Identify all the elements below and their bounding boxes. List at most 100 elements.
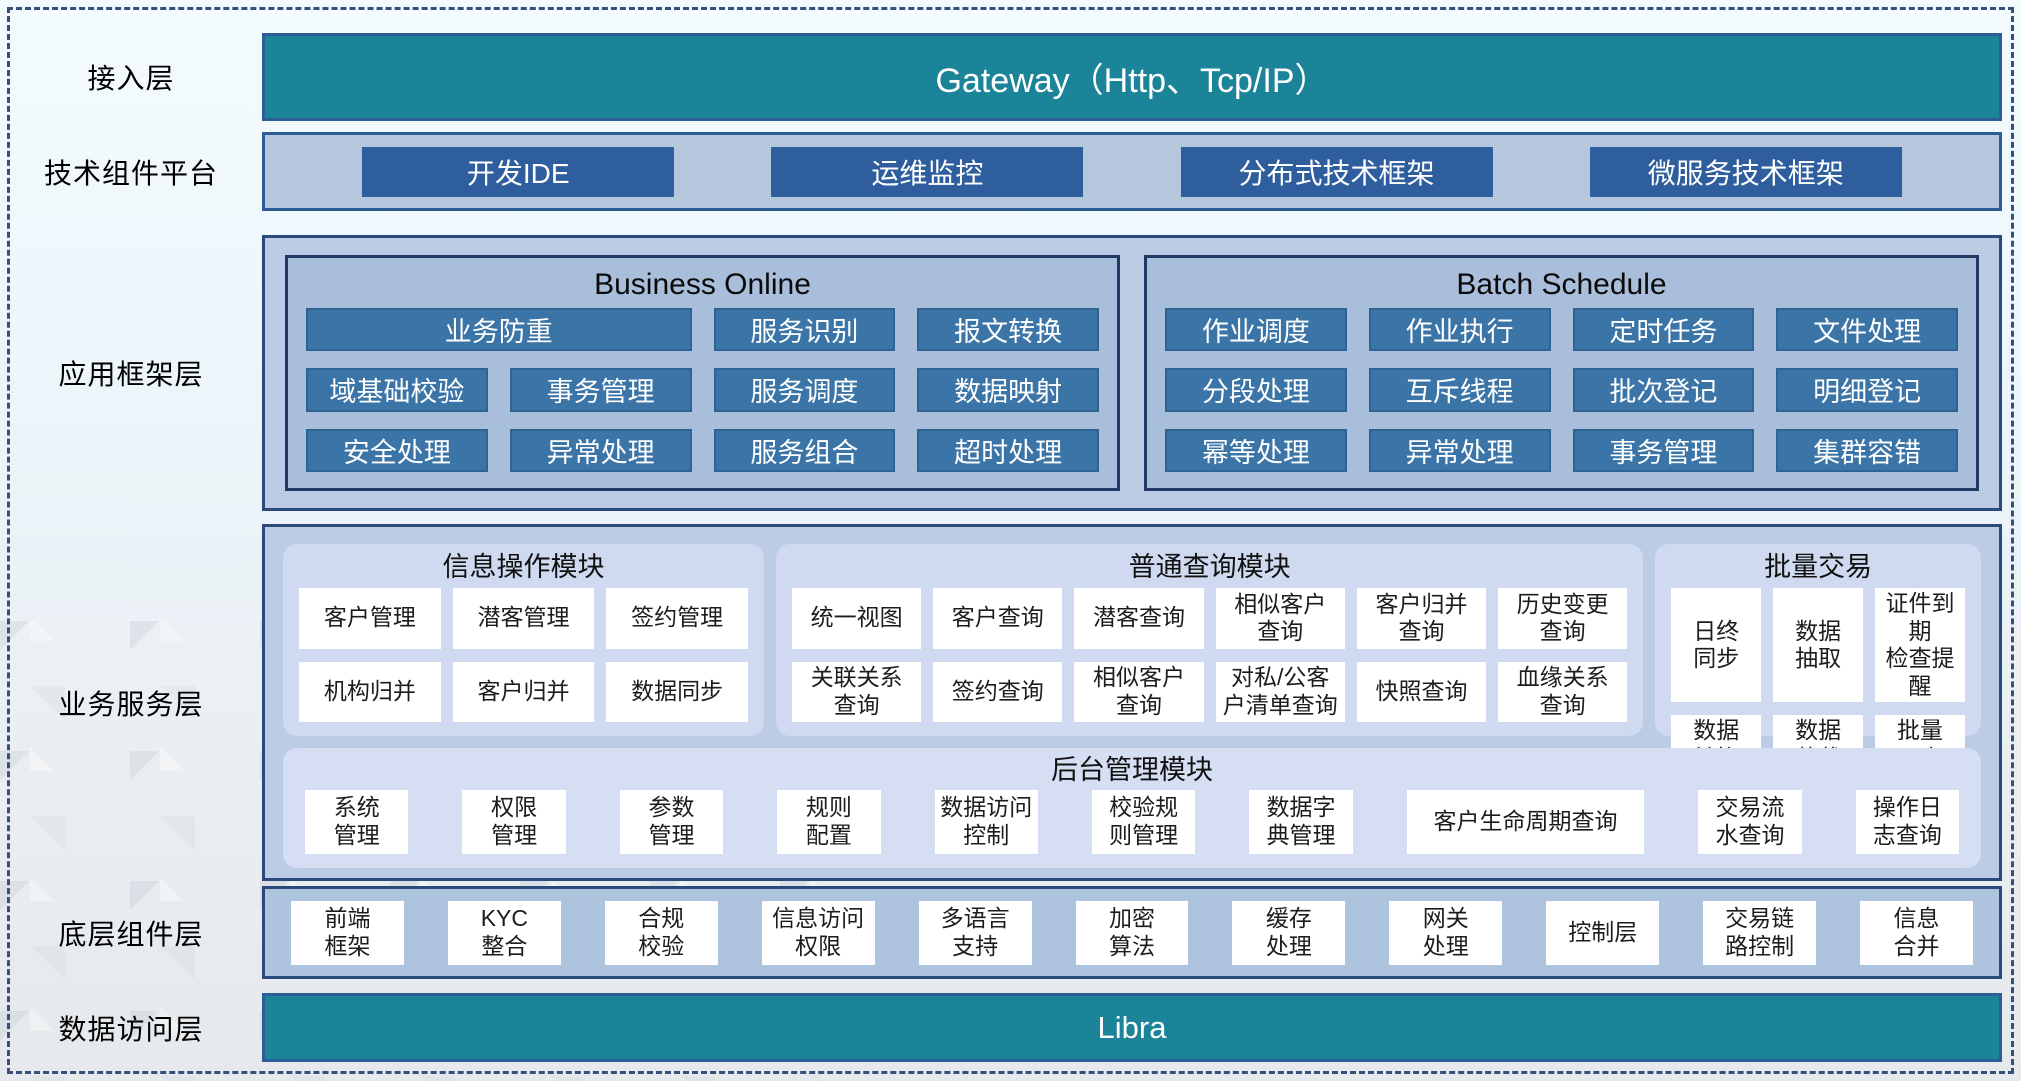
bo-block: 服务组合 xyxy=(713,428,896,472)
service-modules: 信息操作模块 客户管理 潜客管理 签约管理 机构归并 客户归并 数据同步 普通查… xyxy=(283,544,1981,775)
app-framework-label: 应用框架层 xyxy=(58,359,204,390)
bs-block: 互斥线程 xyxy=(1368,368,1551,412)
tech-button-dev-ide: 开发IDE xyxy=(362,146,675,197)
data-access-label: 数据访问层 xyxy=(58,1013,204,1045)
app-framework-panel: Business Online 业务防重 服务识别 报文转换 域基础校验 事务管… xyxy=(262,235,2002,511)
admin-module-row: 系统 管理 权限 管理 参数 管理 规则 配置 数据访问 控制 校验规 则管理 … xyxy=(305,790,1960,854)
base-cell: 信息 合并 xyxy=(1860,900,1973,965)
common-query-module: 普通查询模块 统一视图 客户查询 潜客查询 相似客户 查询 客户归并 查询 历史… xyxy=(775,544,1644,736)
service-cell: 潜客管理 xyxy=(452,588,595,649)
business-online-title: Business Online xyxy=(594,268,811,301)
admin-cell: 操作日 志查询 xyxy=(1855,790,1960,854)
batch-schedule-grid: 作业调度 作业执行 定时任务 文件处理 分段处理 互斥线程 批次登记 明细登记 … xyxy=(1165,308,1958,472)
bs-block: 异常处理 xyxy=(1368,428,1551,472)
bs-block: 批次登记 xyxy=(1572,368,1755,412)
base-cell: 缓存 处理 xyxy=(1232,900,1346,965)
bo-block: 服务调度 xyxy=(713,368,896,412)
info-operation-grid: 客户管理 潜客管理 签约管理 机构归并 客户归并 数据同步 xyxy=(299,588,748,722)
batch-trade-title: 批量交易 xyxy=(1764,552,1873,582)
tech-platform-label: 技术组件平台 xyxy=(43,157,218,189)
libra-bar: Libra xyxy=(262,993,2002,1062)
bo-block: 超时处理 xyxy=(917,428,1099,472)
service-cell: 统一视图 xyxy=(791,588,922,649)
business-service-panel: 信息操作模块 客户管理 潜客管理 签约管理 机构归并 客户归并 数据同步 普通查… xyxy=(262,524,2002,881)
business-online-box: Business Online 业务防重 服务识别 报文转换 域基础校验 事务管… xyxy=(285,255,1120,491)
info-operation-module: 信息操作模块 客户管理 潜客管理 签约管理 机构归并 客户归并 数据同步 xyxy=(283,544,764,736)
bs-block: 明细登记 xyxy=(1776,368,1958,412)
business-online-grid: 业务防重 服务识别 报文转换 域基础校验 事务管理 服务调度 数据映射 安全处理… xyxy=(306,308,1099,472)
base-cell: 前端 框架 xyxy=(291,900,404,965)
admin-cell: 规则 配置 xyxy=(777,790,881,854)
admin-cell: 参数 管理 xyxy=(619,790,724,854)
service-cell: 相似客户 查询 xyxy=(1215,588,1345,649)
base-cell: 多语言 支持 xyxy=(918,900,1032,965)
service-cell: 血缘关系 查询 xyxy=(1498,661,1628,722)
bo-block: 报文转换 xyxy=(917,308,1099,352)
admin-cell: 数据字 典管理 xyxy=(1249,790,1353,854)
service-cell: 签约管理 xyxy=(606,588,748,649)
business-service-label: 业务服务层 xyxy=(58,688,204,720)
bs-block: 事务管理 xyxy=(1572,428,1755,472)
service-cell: 相似客户 查询 xyxy=(1074,661,1204,722)
service-cell: 签约查询 xyxy=(933,661,1063,722)
batch-trade-module: 批量交易 日终 同步 数据 抽取 证件到期 检查提醒 数据 转换 数据 装载 批… xyxy=(1655,544,1981,775)
service-cell: 客户归并 xyxy=(452,661,595,722)
service-cell: 客户查询 xyxy=(933,588,1063,649)
service-cell: 数据同步 xyxy=(606,661,748,722)
bs-block: 定时任务 xyxy=(1572,308,1755,352)
base-cell: 网关 处理 xyxy=(1389,900,1503,965)
bo-block: 域基础校验 xyxy=(306,368,488,412)
admin-cell: 系统 管理 xyxy=(305,790,409,854)
service-cell: 历史变更 查询 xyxy=(1498,588,1628,649)
service-cell: 快照查询 xyxy=(1356,661,1487,722)
data-access-row: 数据访问层 Libra xyxy=(0,993,2002,1062)
batch-schedule-title: Batch Schedule xyxy=(1456,268,1667,301)
admin-cell: 校验规 则管理 xyxy=(1091,790,1196,854)
tech-button-microservice-framework: 微服务技术框架 xyxy=(1589,146,1902,197)
common-query-grid: 统一视图 客户查询 潜客查询 相似客户 查询 客户归并 查询 历史变更 查询 关… xyxy=(791,588,1628,722)
service-cell: 关联关系 查询 xyxy=(791,661,922,722)
app-framework-row: 应用框架层 Business Online 业务防重 服务识别 报文转换 域基础… xyxy=(0,235,2002,511)
bs-block: 分段处理 xyxy=(1165,368,1347,412)
base-cell: 交易链 路控制 xyxy=(1703,900,1817,965)
admin-module: 后台管理模块 系统 管理 权限 管理 参数 管理 规则 配置 数据访问 控制 校… xyxy=(283,748,1981,868)
bo-block: 事务管理 xyxy=(509,368,692,412)
service-cell: 潜客查询 xyxy=(1074,588,1204,649)
bo-block: 服务识别 xyxy=(713,308,896,352)
admin-cell: 交易流 水查询 xyxy=(1698,790,1802,854)
access-layer-label: 接入层 xyxy=(87,63,175,94)
service-cell: 日终 同步 xyxy=(1671,588,1762,703)
base-cell: 合规 校验 xyxy=(604,900,718,965)
bo-block: 安全处理 xyxy=(306,428,488,472)
bs-block: 作业调度 xyxy=(1165,308,1347,352)
service-cell: 客户管理 xyxy=(299,588,441,649)
access-layer-row: 接入层 Gateway（Http、Tcp/IP） xyxy=(0,33,2002,121)
base-components-label: 底层组件层 xyxy=(58,918,204,950)
service-cell: 客户归并 查询 xyxy=(1356,588,1487,649)
service-cell: 数据 抽取 xyxy=(1773,588,1864,703)
base-cell: 信息访问 权限 xyxy=(761,900,875,965)
base-components-row: 底层组件层 前端 框架 KYC 整合 合规 校验 信息访问 权限 多语言 支持 … xyxy=(0,886,2002,979)
gateway-bar: Gateway（Http、Tcp/IP） xyxy=(262,33,2002,121)
bs-block: 集群容错 xyxy=(1776,428,1958,472)
base-cell: 加密 算法 xyxy=(1075,900,1189,965)
info-operation-title: 信息操作模块 xyxy=(442,552,605,582)
business-service-row: 业务服务层 信息操作模块 客户管理 潜客管理 签约管理 机构归并 客户归并 数据… xyxy=(0,524,2002,881)
batch-trade-grid: 日终 同步 数据 抽取 证件到期 检查提醒 数据 转换 数据 装载 批量 开户 xyxy=(1671,588,1965,775)
tech-button-distributed-framework: 分布式技术框架 xyxy=(1180,146,1493,197)
bo-block: 数据映射 xyxy=(917,368,1099,412)
tech-button-ops-monitor: 运维监控 xyxy=(771,146,1084,197)
service-cell: 对私/公客 户清单查询 xyxy=(1215,661,1345,722)
common-query-title: 普通查询模块 xyxy=(1128,552,1291,582)
tech-platform-row: 技术组件平台 开发IDE 运维监控 分布式技术框架 微服务技术框架 xyxy=(0,132,2002,211)
bo-block: 业务防重 xyxy=(306,308,692,352)
admin-cell-lifecycle-query: 客户生命周期查询 xyxy=(1406,790,1645,854)
admin-cell: 权限 管理 xyxy=(462,790,566,854)
bs-block: 幂等处理 xyxy=(1165,428,1347,472)
tech-platform-panel: 开发IDE 运维监控 分布式技术框架 微服务技术框架 xyxy=(262,132,2002,211)
bs-block: 文件处理 xyxy=(1776,308,1958,352)
base-cell: 控制层 xyxy=(1546,900,1660,965)
base-components-panel: 前端 框架 KYC 整合 合规 校验 信息访问 权限 多语言 支持 加密 算法 … xyxy=(262,886,2002,979)
